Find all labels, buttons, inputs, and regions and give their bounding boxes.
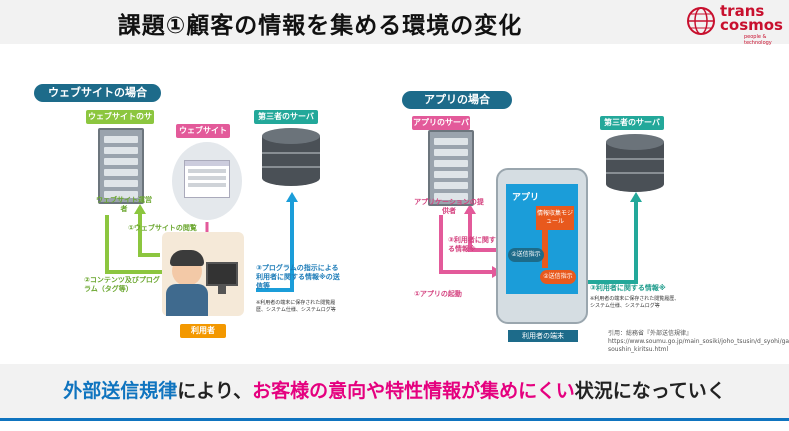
website-operator-label: ウェブサイト運営者 <box>96 196 152 213</box>
user-label: 利用者 <box>180 324 226 338</box>
title-bar <box>0 0 789 44</box>
app-provider-label: アプリケーションの提供者 <box>414 198 484 215</box>
website-server-label: ウェブサイトのサーバ <box>86 110 154 135</box>
conclusion-text: 外部送信規律により、お客様の意向や特性情報が集めにくい状況になっていく <box>0 376 789 403</box>
app-case-badge: アプリの場合 <box>402 91 512 109</box>
send-instruction-1: ②送信指示 <box>508 248 544 262</box>
step3-send-label: ③プログラムの指示による利用者に関する情報※の送信等 <box>256 264 340 290</box>
user-device-label: 利用者の端末 <box>508 330 578 342</box>
citation-line-2[interactable]: https://www.soumu.go.jp/main_sosiki/joho… <box>608 338 789 345</box>
app-info-label: ③利用者に関する情報※ <box>448 236 496 253</box>
conclusion-part-2: により、 <box>177 380 253 402</box>
step1-browse-label: ①ウェブサイトの閲覧 <box>128 224 197 232</box>
globe-icon <box>687 7 715 35</box>
database-icon <box>262 128 320 190</box>
website-icon <box>172 142 242 220</box>
send-instruction-2: ②送信指示 <box>540 270 576 284</box>
website-label: ウェブサイト <box>176 124 230 138</box>
step3-note: ※利用者の端末に保存された閲覧履歴、システム仕様、システムログ等 <box>256 300 336 313</box>
conclusion-bar <box>0 364 789 418</box>
conclusion-part-4: 状況になっていく <box>574 380 726 402</box>
app-title: アプリ <box>512 193 540 203</box>
app-server-label: アプリのサーバ <box>412 116 470 130</box>
conclusion-part-3: お客様の意向や特性情報が集めにくい <box>252 380 575 402</box>
page-title: 課題①顧客の情報を集める環境の変化 <box>117 13 523 39</box>
citation: 引用：総務省『外部送信規律』 https://www.soumu.go.jp/m… <box>608 330 789 354</box>
third-party-server-label-left: 第三者のサーバ <box>254 110 318 124</box>
user-illustration <box>162 232 244 316</box>
third-party-server-label-right: 第三者のサーバ <box>600 116 664 130</box>
app-server-icon <box>428 130 474 206</box>
logo-tagline: people & technology <box>744 34 772 46</box>
app-step3-label: ③利用者に関する情報※ <box>590 284 666 292</box>
database-icon-right <box>606 134 664 196</box>
website-case-badge: ウェブサイトの場合 <box>34 84 161 102</box>
logo-text-cosmos: cosmos <box>720 16 783 34</box>
bottom-accent-line <box>0 418 789 421</box>
citation-line-1: 引用：総務省『外部送信規律』 <box>608 330 693 337</box>
app-step1-label: ①アプリの起動 <box>414 290 462 298</box>
app-step3-note: ※利用者の端末に保存された閲覧履歴、システム仕様、システムログ等 <box>590 296 680 309</box>
user-device-illustration: アプリ 情報収集モジュール ②送信指示 ②送信指示 <box>496 168 588 324</box>
info-collect-module: 情報収集モジュール <box>536 206 574 230</box>
transcosmos-logo: trans cosmos people & technology <box>686 2 786 46</box>
step2-content-label: ②コンテンツ及びプログラム（タグ等） <box>84 276 160 293</box>
logo-text-trans: trans <box>720 2 765 20</box>
conclusion-part-1: 外部送信規律 <box>63 380 178 402</box>
website-server-icon <box>98 128 144 204</box>
citation-line-3[interactable]: soushin_kiritsu.html <box>608 346 669 353</box>
